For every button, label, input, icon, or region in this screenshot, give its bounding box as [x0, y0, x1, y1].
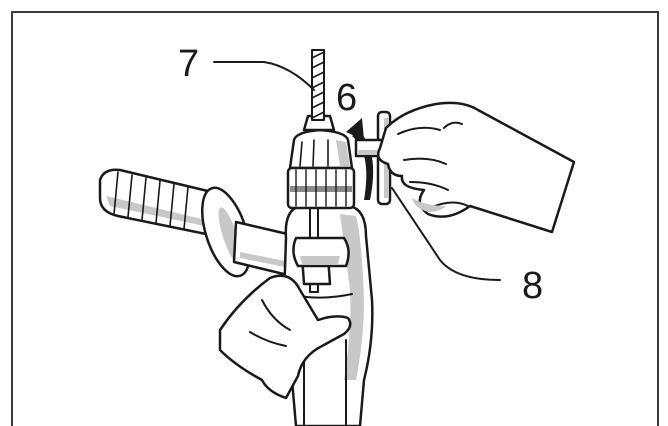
lower-hand: [218, 274, 352, 400]
callout-6: 6: [336, 77, 357, 119]
leader-7-b: [263, 61, 315, 91]
callout-8: 8: [522, 265, 543, 307]
figure-frame: [11, 11, 659, 426]
leader-lines: [213, 61, 501, 281]
leader-8: [391, 187, 501, 281]
keyless-chuck: [286, 114, 356, 210]
callout-7: 7: [178, 43, 199, 85]
right-hand: [377, 101, 576, 234]
side-handle: [98, 168, 308, 278]
drill-bit: [311, 49, 325, 121]
